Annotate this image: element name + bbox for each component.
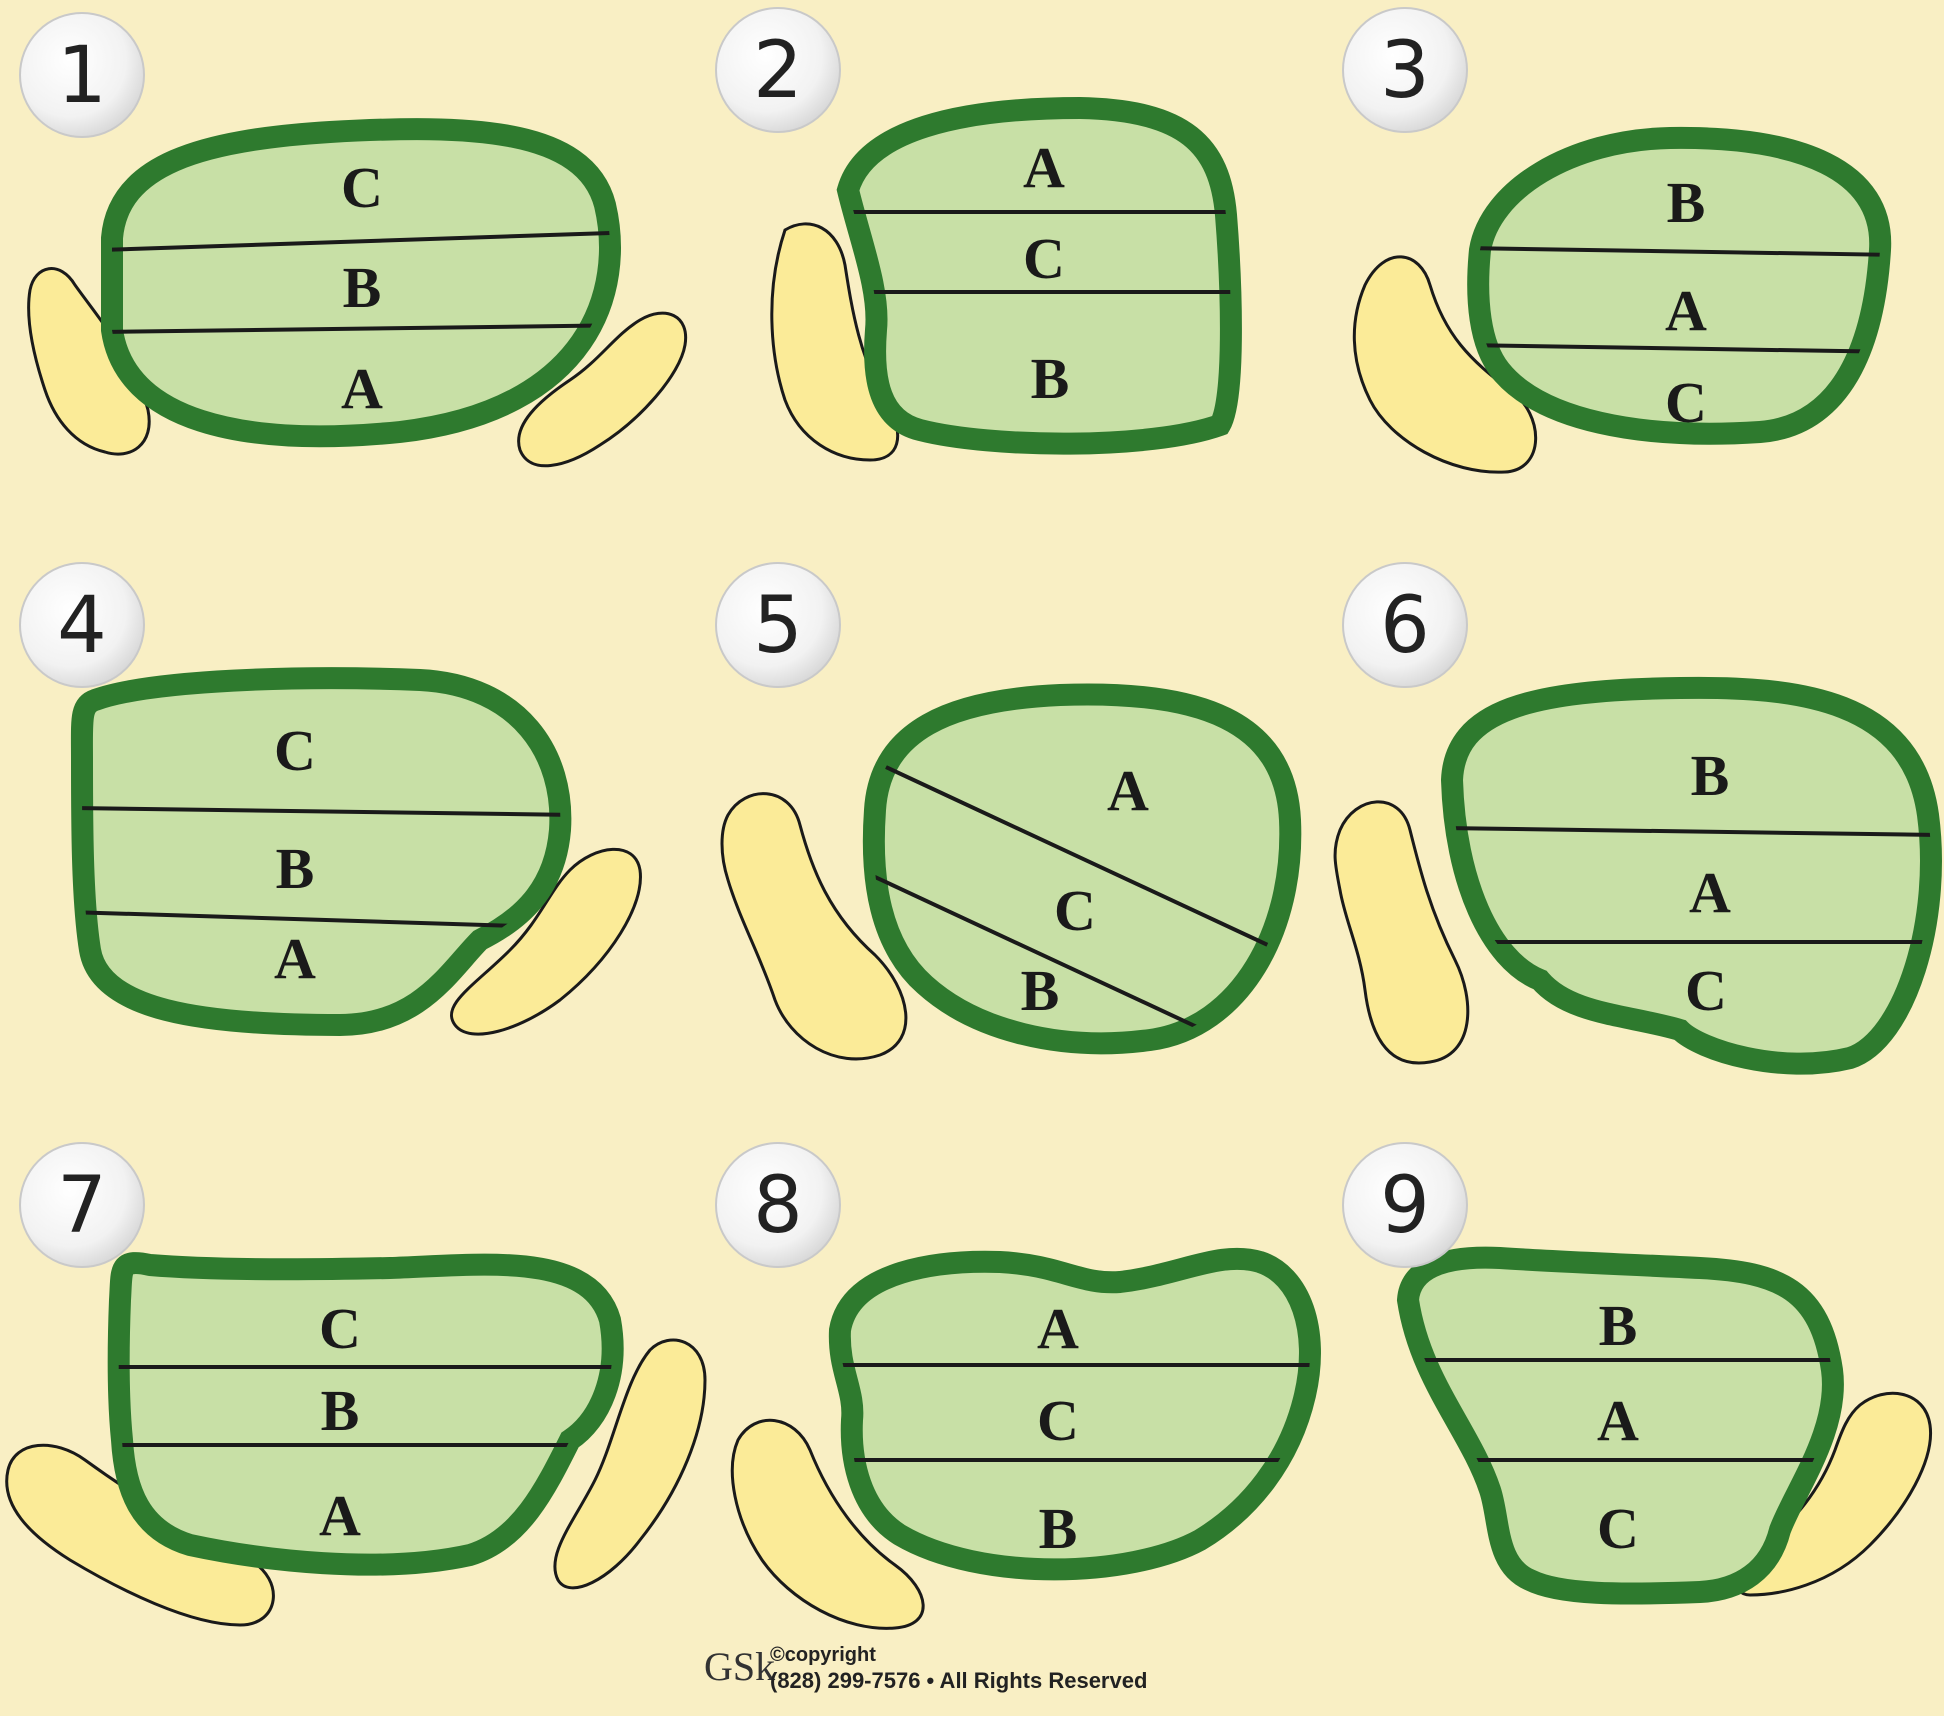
- hole-number: 4: [57, 581, 107, 671]
- zone-label: B: [343, 255, 382, 320]
- copyright-text: ©copyright: [770, 1644, 876, 1667]
- hole-number: 9: [1380, 1161, 1430, 1251]
- zone-label: A: [319, 1483, 361, 1548]
- hole-number: 3: [1380, 26, 1430, 116]
- zone-label: B: [1667, 170, 1706, 235]
- zone-label: A: [1037, 1296, 1079, 1361]
- zone-label: B: [1599, 1293, 1638, 1358]
- zone-label: A: [1597, 1388, 1639, 1453]
- zone-label: C: [1023, 226, 1065, 291]
- hole-8: A C B 8: [716, 1143, 1330, 1628]
- hole-number: 5: [753, 581, 803, 671]
- golf-ball-icon: 4: [20, 563, 144, 687]
- golf-ball-icon: 2: [716, 8, 840, 132]
- zone-label: C: [1665, 370, 1707, 435]
- zone-label: A: [274, 926, 316, 991]
- zone-label: C: [319, 1296, 361, 1361]
- golf-ball-icon: 1: [20, 13, 144, 137]
- zone-label: A: [341, 356, 383, 421]
- zone-label: A: [1107, 758, 1149, 823]
- zone-label: B: [1031, 346, 1070, 411]
- zone-label: B: [1691, 743, 1730, 808]
- zone-label: B: [1021, 958, 1060, 1023]
- hole-number: 6: [1380, 581, 1430, 671]
- hole-4: C B A 4: [20, 563, 640, 1034]
- hole-7: C B A 7: [7, 1143, 705, 1625]
- zone-label: A: [1689, 860, 1731, 925]
- hole-number: 7: [57, 1161, 107, 1251]
- zone-label: C: [1037, 1388, 1079, 1453]
- putting-green: [874, 694, 1290, 1043]
- hole-1: C B A 1: [20, 13, 686, 466]
- golf-sketch-logo: GSk: [704, 1640, 775, 1694]
- zone-label: C: [1685, 958, 1727, 1023]
- putting-green: [119, 1263, 613, 1565]
- golf-ball-icon: 6: [1343, 563, 1467, 687]
- contact-text: (828) 299-7576 • All Rights Reserved: [770, 1668, 1147, 1694]
- golf-ball-icon: 5: [716, 563, 840, 687]
- hole-9: B A C 9: [1343, 1143, 1931, 1595]
- zone-label: B: [276, 836, 315, 901]
- golf-ball-icon: 9: [1343, 1143, 1467, 1267]
- zone-label: C: [1597, 1496, 1639, 1561]
- hole-number: 1: [57, 31, 107, 121]
- hole-6: B A C 6: [1335, 563, 1944, 1064]
- hole-number: 8: [753, 1161, 803, 1251]
- golf-ball-icon: 3: [1343, 8, 1467, 132]
- hole-3: B A C 3: [1343, 8, 1900, 472]
- zone-label: A: [1023, 135, 1065, 200]
- zone-label: C: [274, 718, 316, 783]
- golf-ball-icon: 8: [716, 1143, 840, 1267]
- copyright-footer: GSk ©copyright (828) 299-7576 • All Righ…: [704, 1640, 1304, 1700]
- zone-label: C: [1054, 878, 1096, 943]
- hole-number: 2: [753, 26, 803, 116]
- hole-2: A C B 2: [716, 8, 1250, 460]
- zone-label: B: [321, 1378, 360, 1443]
- zone-label: C: [341, 155, 383, 220]
- hole-5: A C B 5: [716, 563, 1300, 1075]
- zone-label: A: [1665, 278, 1707, 343]
- golf-ball-icon: 7: [20, 1143, 144, 1267]
- zone-label: B: [1039, 1496, 1078, 1561]
